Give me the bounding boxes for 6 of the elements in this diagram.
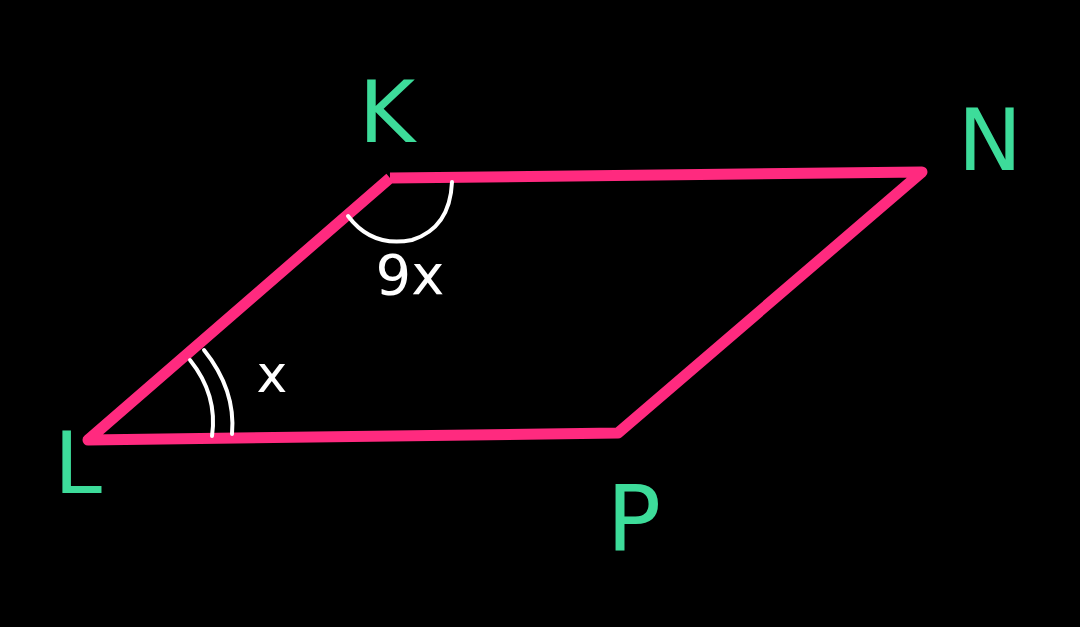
vertex-label: N — [957, 97, 1023, 183]
angle-label: 9x — [375, 247, 445, 303]
angle-label: x — [256, 348, 288, 400]
vertex-label: K — [358, 69, 416, 155]
vertex-label: P — [606, 475, 662, 565]
vertex-label: L — [54, 420, 102, 506]
